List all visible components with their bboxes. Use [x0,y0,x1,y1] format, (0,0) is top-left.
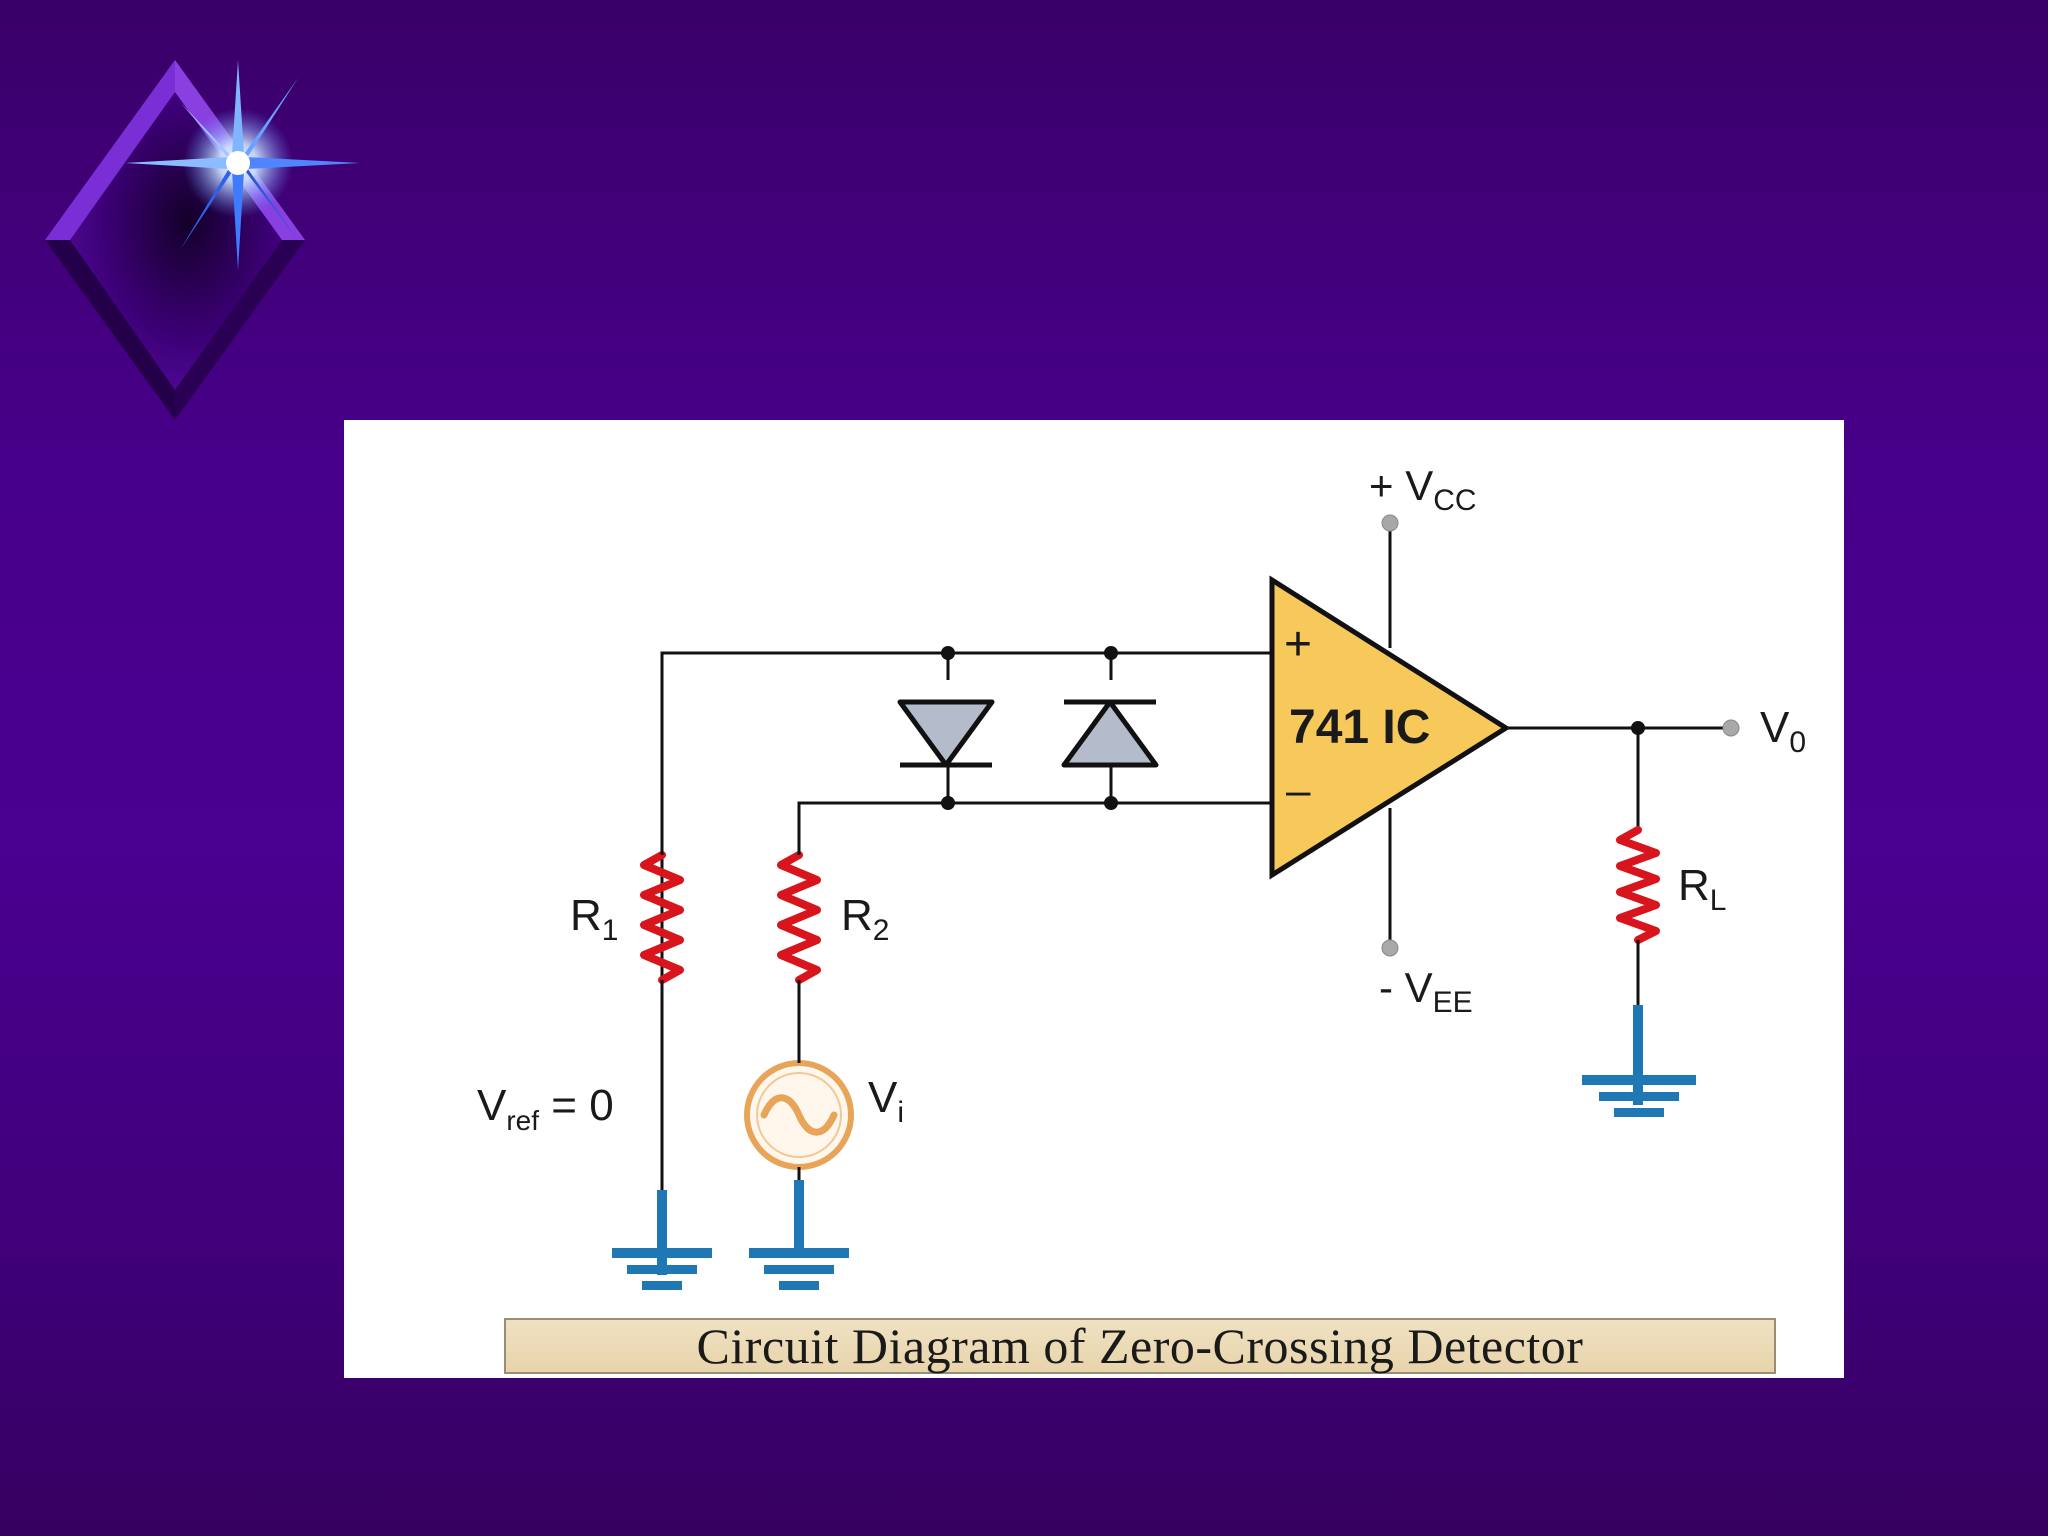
ground-source [749,1180,849,1290]
r2-label: R2 [841,891,889,947]
opamp-741: + – 741 IC [1269,575,1511,880]
vo-label: V0 [1760,703,1806,759]
circuit-diagram: + – 741 IC [477,462,1806,1290]
vee-label: - VEE [1379,964,1473,1019]
rl-label: RL [1678,861,1726,917]
circuit-panel: + – 741 IC [344,420,1844,1378]
opamp-minus-sign: – [1286,766,1311,815]
diagram-caption-box: Circuit Diagram of Zero-Crossing Detecto… [504,1318,1776,1374]
diagram-caption: Circuit Diagram of Zero-Crossing Detecto… [696,1318,1584,1374]
ac-source [744,1038,854,1180]
ground-rl [1582,1005,1696,1117]
r1-label: R1 [570,891,618,947]
diamond-shape [45,60,305,420]
diamond-star-logo [45,60,360,420]
star-icon [125,60,360,270]
vcc-label: + VCC [1369,462,1477,517]
vref-label: Vref = 0 [477,1081,614,1136]
opamp-label: 741 IC [1289,701,1430,754]
opamp-plus-sign: + [1284,618,1312,671]
diode-left [897,699,995,768]
diode-right [1061,699,1159,768]
resistor-r2 [777,851,821,984]
junction-dots [941,646,1645,810]
vi-label: Vi [868,1073,904,1129]
terminal-points [1381,514,1740,957]
resistor-r1 [640,851,684,984]
ground-r1 [612,1190,712,1290]
resistor-rl [1616,826,1660,944]
